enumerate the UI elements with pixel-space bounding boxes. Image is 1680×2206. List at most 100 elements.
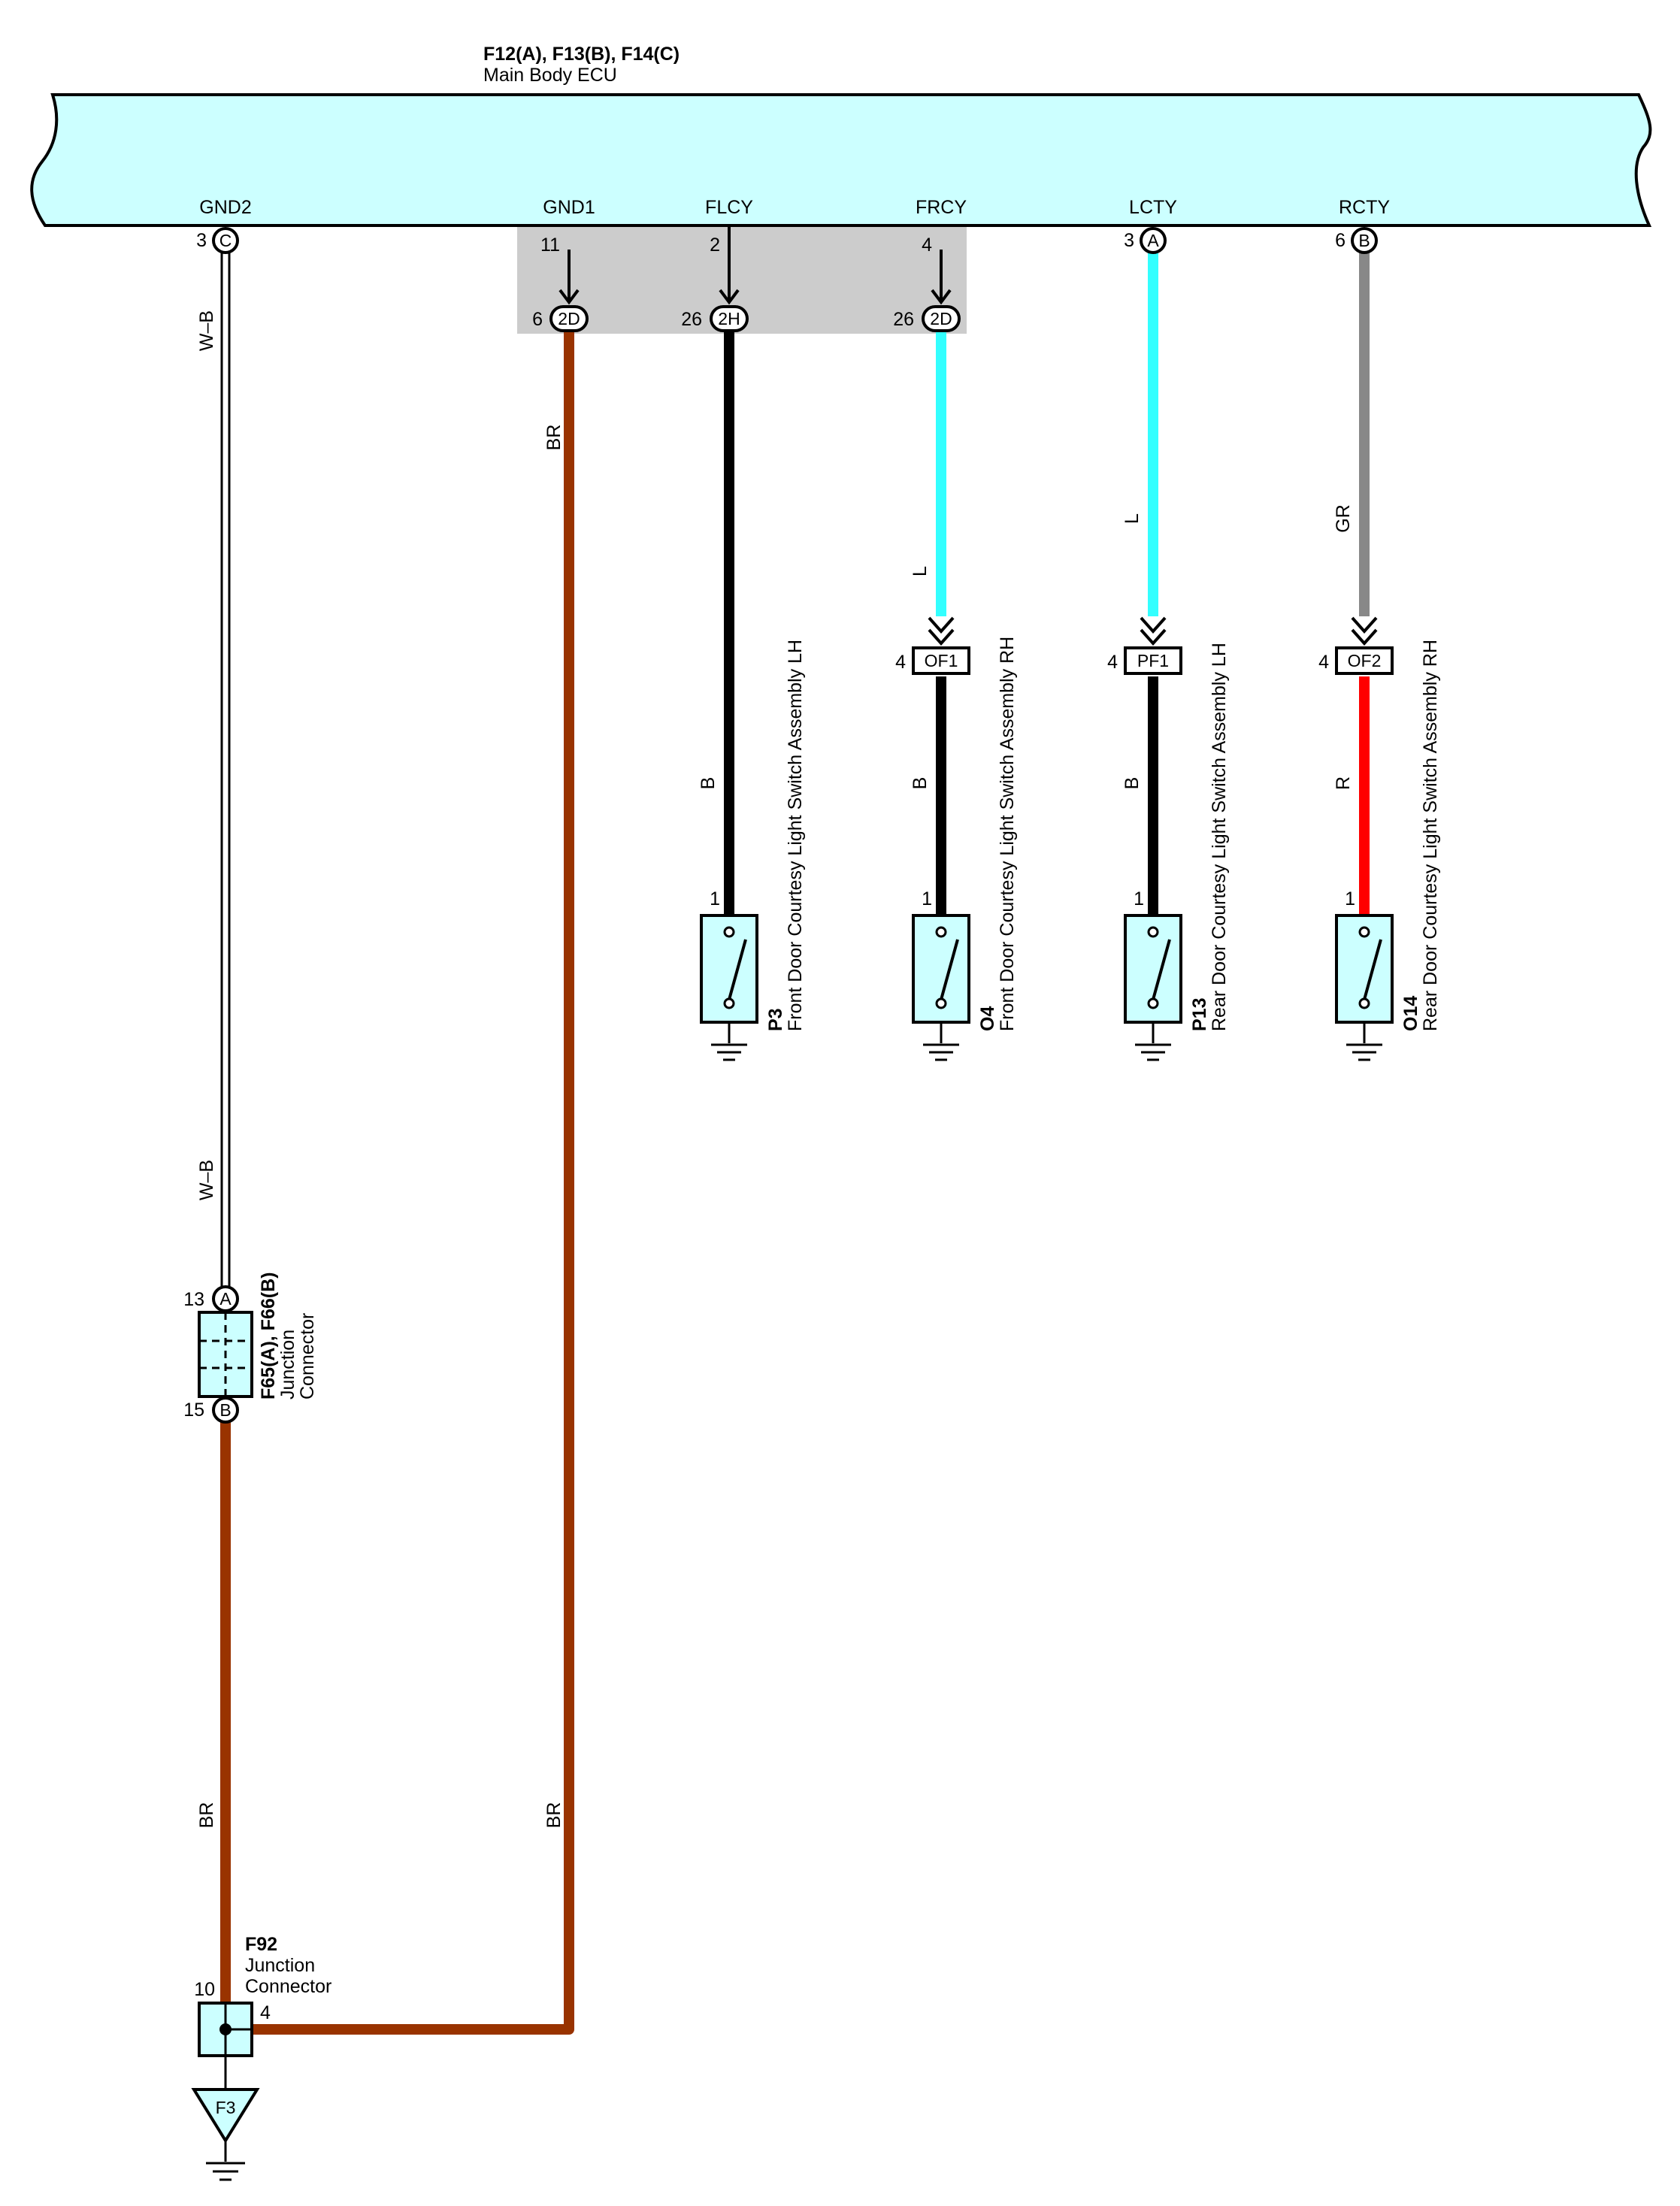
- inline-connectors: 4 OF1 4 PF1 4 OF2: [895, 616, 1394, 675]
- lcty-pin-circle: [1140, 227, 1167, 254]
- switch-p13-lever: [1152, 939, 1171, 1000]
- switch-o14-contact-top: [1358, 926, 1370, 938]
- gnd1-jb-id: 2D: [558, 309, 580, 328]
- junction-connector-f65-f66: 13 A 15 B F65(A), F66(B) Junction Connec…: [183, 1272, 318, 1424]
- jc2-splice-dot: [219, 2023, 232, 2035]
- junction-connector-f92: F92 Junction Connector 10 4: [194, 1934, 331, 2088]
- switch-p13: 1 P13 Rear Door Courtesy Light Switch As…: [1124, 643, 1230, 1061]
- of1-id: OF1: [925, 651, 958, 670]
- switch-o4-pin: 1: [922, 888, 932, 909]
- frcy-jb-connector: [922, 305, 961, 332]
- wire-label-gnd1-bottom: BR: [543, 1802, 565, 1829]
- switch-o4: 1 O4 Front Door Courtesy Light Switch As…: [912, 637, 1018, 1061]
- jc2-left-pin: 10: [194, 1979, 215, 2000]
- terminal-gnd1: GND1: [543, 197, 595, 218]
- wire-labels: W–B W–B BR BR BR L L GR B B B R: [196, 310, 1354, 1828]
- wire-label-frcy: L: [910, 566, 931, 576]
- jc1-top-pin: 13: [183, 1289, 204, 1310]
- flcy-arrow: [719, 289, 740, 305]
- pf1-pin: 4: [1107, 652, 1118, 673]
- wire-label-p3: B: [698, 777, 719, 790]
- switch-o14-contact-bottom: [1358, 997, 1370, 1009]
- pf1-id: PF1: [1137, 651, 1169, 670]
- switch-o14-lever: [1363, 939, 1382, 1000]
- wire-label-o4: B: [910, 777, 931, 790]
- rcty-pin-circle: [1351, 227, 1378, 254]
- switch-o4-contact-top: [935, 926, 947, 938]
- wires: [220, 227, 1370, 2035]
- ground-icon: [206, 2141, 245, 2181]
- jc2-code: F92: [245, 1934, 277, 1955]
- switch-o4-lever: [940, 939, 959, 1000]
- jc2-line2: Connector: [245, 1976, 331, 1997]
- wire-label-rcty: GR: [1333, 504, 1354, 533]
- of1-box: [912, 646, 970, 675]
- terminal-lcty: LCTY: [1129, 197, 1177, 218]
- terminal-flcy: FLCY: [705, 197, 753, 218]
- terminal-frcy: FRCY: [916, 197, 967, 218]
- switch-o14-name: Rear Door Courtesy Light Switch Assembly…: [1420, 640, 1441, 1031]
- jc1-line1: Junction: [277, 1330, 298, 1400]
- ecu-connectors: F12(A), F13(B), F14(C): [483, 44, 680, 65]
- switch-p13-name: Rear Door Courtesy Light Switch Assembly…: [1209, 643, 1230, 1031]
- jc1-top-letter: A: [219, 1289, 232, 1309]
- ecu-name: Main Body ECU: [483, 65, 617, 86]
- switch-p13-contact-top: [1147, 926, 1159, 938]
- frcy-jb-id: 2D: [930, 309, 952, 328]
- of2-chevron-2: [1351, 628, 1378, 646]
- jc1-line2: Connector: [297, 1313, 318, 1400]
- wire-label-gnd1-top: BR: [543, 425, 565, 451]
- ground-icon: [711, 1022, 747, 1061]
- wire-label-lcty: L: [1122, 513, 1143, 524]
- ecu-body: [30, 93, 1652, 227]
- switch-p3-lever: [728, 939, 747, 1000]
- frcy-pin-number: 4: [922, 235, 932, 256]
- wire-gnd1-br: [248, 331, 574, 2035]
- switch-p13-pin: 1: [1134, 888, 1144, 909]
- gnd2-conn-letter: C: [219, 231, 232, 250]
- of2-box: [1335, 646, 1394, 675]
- of2-pin: 4: [1318, 652, 1329, 673]
- main-body-ecu: F12(A), F13(B), F14(C) Main Body ECU GND…: [30, 44, 1652, 227]
- jc1-bottom-pin: 15: [183, 1400, 204, 1421]
- wire-label-jc-to-f92: BR: [196, 1802, 217, 1829]
- switch-p3: 1 P3 Front Door Courtesy Light Switch As…: [700, 640, 806, 1061]
- switch-p3-contact-top: [723, 926, 735, 938]
- of1-chevron-1: [928, 616, 955, 634]
- gnd1-arrow: [558, 289, 580, 305]
- switch-p3-pin: 1: [710, 888, 720, 909]
- gnd2-pin-circle: [212, 227, 239, 254]
- ground-icon: [923, 1022, 959, 1061]
- ground-point-triangle: [191, 2088, 260, 2144]
- ground-point-label: F3: [216, 2098, 236, 2117]
- switch-p13-contact-bottom: [1147, 997, 1159, 1009]
- flcy-jb-pin: 26: [681, 309, 702, 330]
- wire-label-o14: R: [1333, 776, 1354, 790]
- switch-p13-code: P13: [1189, 998, 1210, 1031]
- switch-o4-code: O4: [977, 1006, 998, 1031]
- pf1-chevron-1: [1140, 616, 1167, 634]
- switch-p3-name: Front Door Courtesy Light Switch Assembl…: [785, 640, 806, 1031]
- lcty-pin-number: 3: [1124, 230, 1134, 251]
- jc2-right-pin: 4: [260, 2002, 271, 2023]
- gnd1-jb-pin: 6: [532, 309, 543, 330]
- frcy-arrow: [931, 289, 952, 305]
- pf1-box: [1124, 646, 1182, 675]
- switch-p3-code: P3: [765, 1008, 786, 1031]
- terminal-gnd2: GND2: [199, 197, 251, 218]
- gnd2-pin-number: 3: [196, 230, 207, 251]
- ground-icon: [1135, 1022, 1171, 1061]
- wire-label-gnd2-top: W–B: [196, 310, 217, 351]
- junction-block-connectors: 6 2D 26 2H 26 2D: [532, 289, 961, 332]
- switch-o14-pin: 1: [1345, 888, 1355, 909]
- of1-chevron-2: [928, 628, 955, 646]
- pf1-chevron-2: [1140, 628, 1167, 646]
- rcty-pin-number: 6: [1335, 230, 1346, 251]
- flcy-jb-id: 2H: [718, 309, 740, 328]
- ground-icon: [1346, 1022, 1382, 1061]
- wire-label-gnd2-mid: W–B: [196, 1160, 217, 1200]
- of2-id: OF2: [1348, 651, 1382, 670]
- gnd1-pin-number: 11: [540, 235, 560, 256]
- flcy-jb-connector: [710, 305, 749, 332]
